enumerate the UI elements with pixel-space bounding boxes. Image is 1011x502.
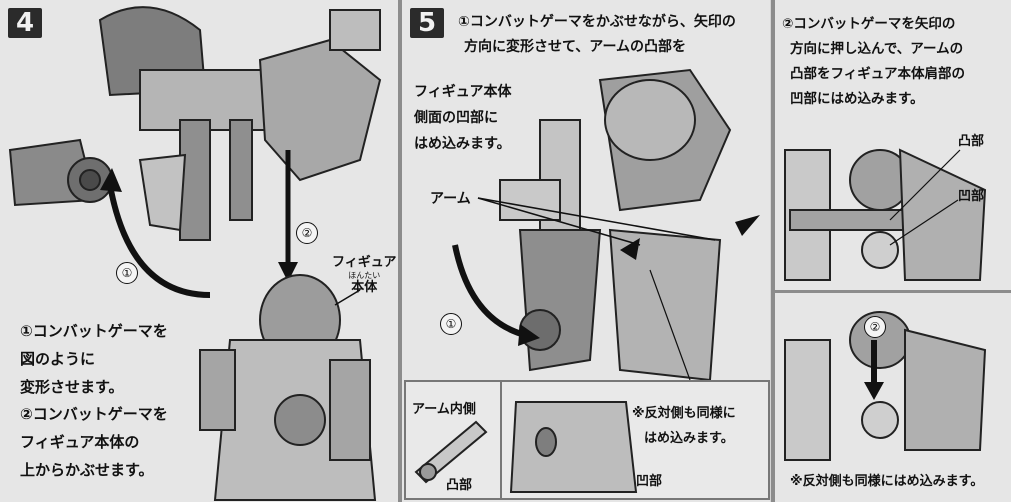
step5-arm-label: アーム [430, 191, 471, 207]
step5-inset: アーム内側 凸部 凹部 ※反対側も同様に はめ込みます。 [404, 380, 770, 500]
step4-illustration [8, 6, 382, 501]
step4-line-5: フィギュア本体の [20, 433, 140, 451]
right-convex-label: 凸部 [958, 134, 985, 149]
step5-instructions-side: フィギュア本体 側面の凹部に はめ込みます。 [414, 80, 511, 158]
step4-line-3: 変形させます。 [20, 377, 124, 396]
divider-right [771, 0, 775, 502]
step5-instructions: ①コンバットゲーマをかぶせながら、矢印の 方向に変形させて、アームの凸部を [458, 10, 736, 59]
step4-figure-label: フィギュア ほんたい 本体 [332, 255, 396, 296]
figure-label-line: フィギュア [332, 255, 397, 270]
step4-line-2: 図のように [20, 349, 96, 368]
right-instructions: ②コンバットゲーマを矢印の 方向に押し込んで、アームの 凸部をフィギュア本体肩部… [782, 12, 965, 112]
figure-body-ruby: ほんたい [348, 270, 381, 280]
step4-line-6: 上からかぶせます。 [20, 460, 154, 479]
right-concave-label: 凹部 [958, 189, 985, 204]
inset-illustration [414, 382, 638, 498]
step5-line-2: 方向に変形させて、アームの凸部を [464, 38, 687, 55]
step4-instructions: ①コンバットゲーマを 図のように 変形させます。 ②コンバットゲーマを フィギュ… [20, 318, 168, 485]
inset-convex-label: 凸部 [446, 478, 473, 493]
step5-line-4: 側面の凹部に [414, 109, 498, 126]
right-line-3: 凸部をフィギュア本体肩部の [790, 65, 965, 82]
divider-right-horizontal [775, 290, 1011, 293]
step5-line-1: ①コンバットゲーマをかぶせながら、矢印の [458, 14, 736, 30]
right-note: ※反対側も同様にはめ込みます。 [790, 474, 984, 489]
step-number-4: 4 [8, 8, 42, 38]
figure-body-label: 本体 [351, 280, 378, 296]
inset-note-line-2: はめ込みます。 [644, 430, 734, 446]
right-circle-2: ② [864, 316, 886, 338]
step4-circle-1: ① [116, 262, 138, 284]
step5-circle-1: ① [440, 313, 462, 335]
inset-note: ※反対側も同様に はめ込みます。 [632, 402, 736, 451]
step5-illustration [452, 68, 760, 382]
step5-line-5: はめ込みます。 [414, 135, 511, 152]
step4-line-4: ②コンバットゲーマを [20, 405, 168, 424]
step5-line-3: フィギュア本体 [414, 84, 512, 100]
inset-concave-label: 凹部 [636, 474, 663, 489]
right-line-2: 方向に押し込んで、アームの [790, 40, 964, 57]
right-line-1: ②コンバットゲーマを矢印の [782, 16, 956, 32]
step-number-5: 5 [410, 8, 444, 38]
divider-left [398, 0, 402, 502]
inset-note-line-1: ※反対側も同様に [632, 406, 736, 421]
step4-line-1: ①コンバットゲーマを [20, 322, 168, 340]
step4-circle-2: ② [296, 222, 318, 244]
right-line-4: 凹部にはめ込みます。 [790, 90, 924, 107]
inset-arm-inside-label: アーム内側 [412, 402, 476, 417]
